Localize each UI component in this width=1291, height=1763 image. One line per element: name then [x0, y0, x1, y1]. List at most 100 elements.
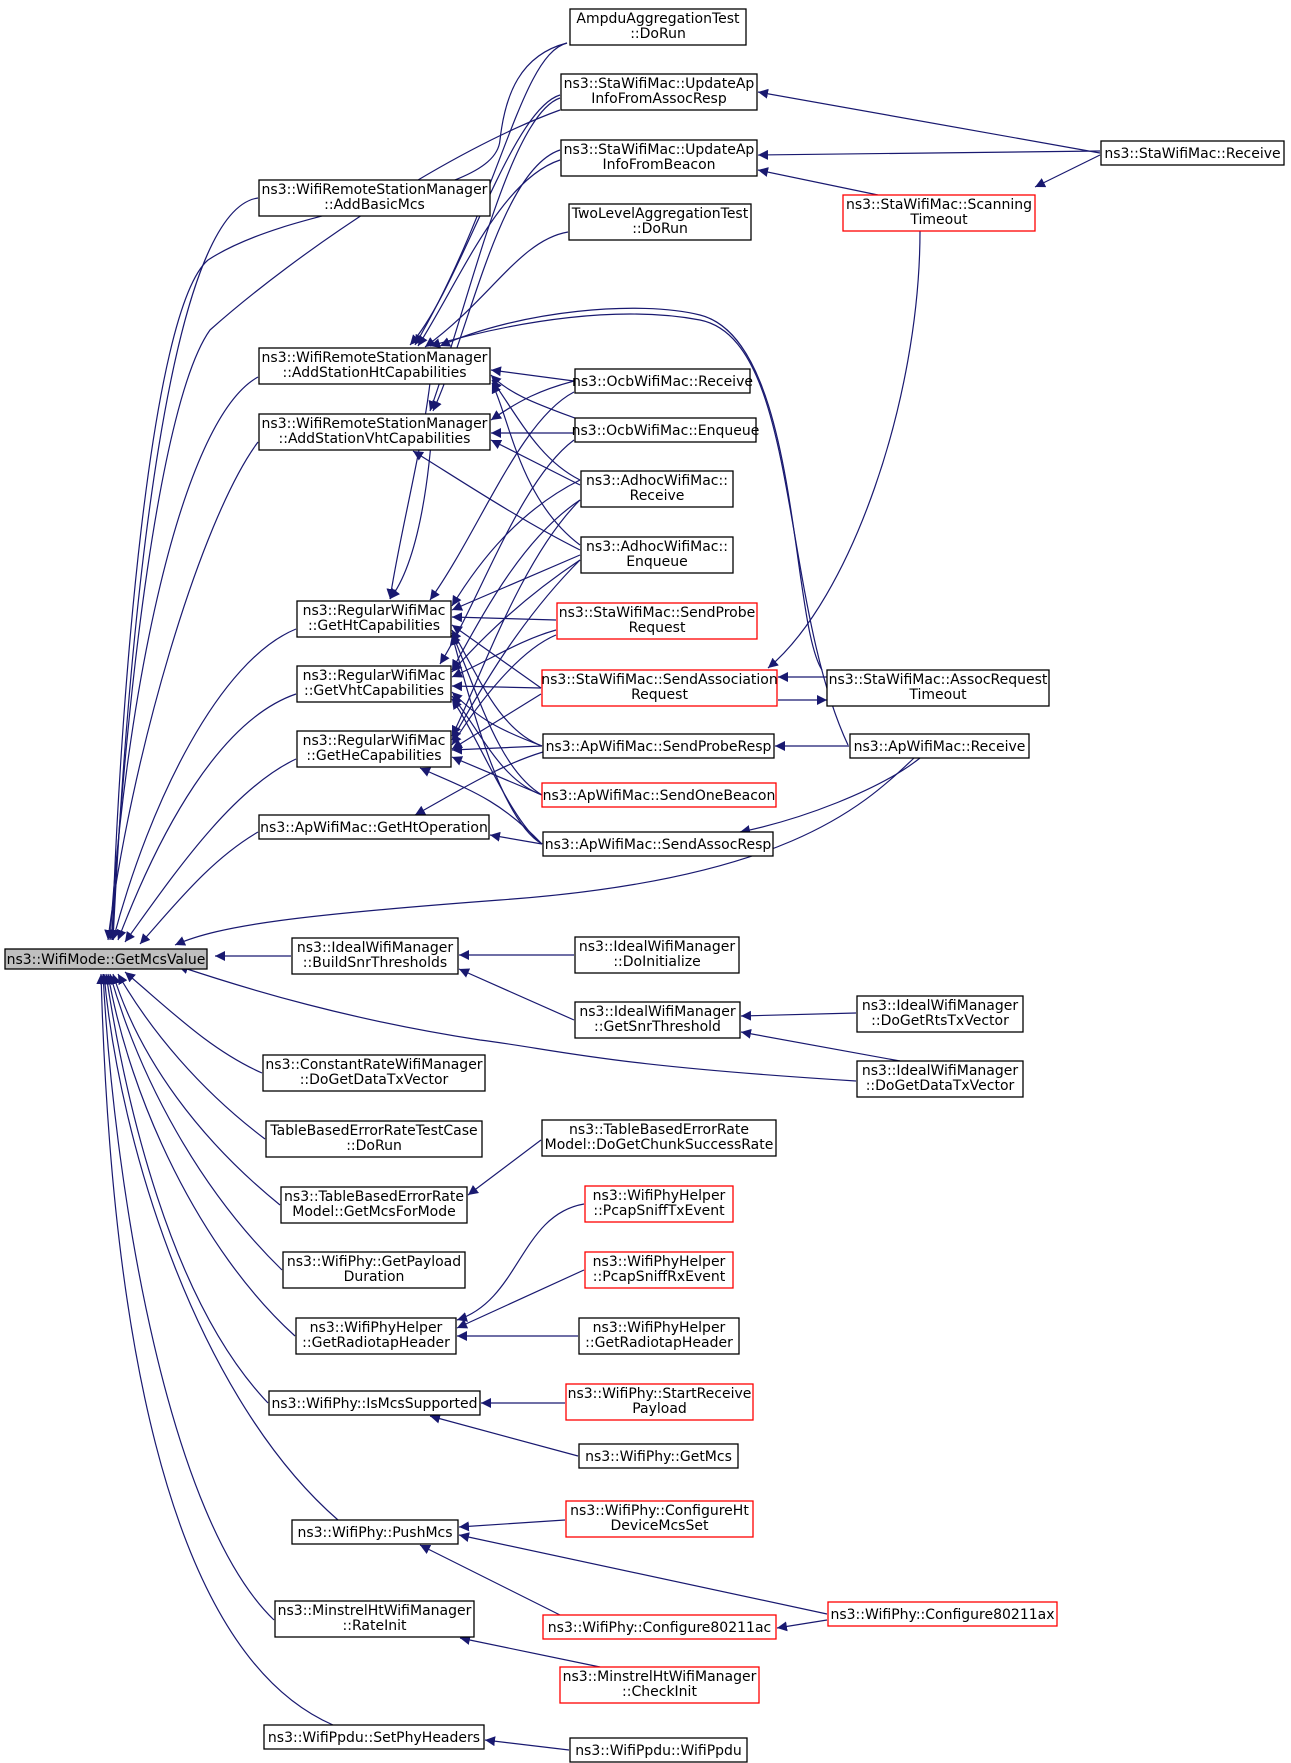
node-box [574, 1001, 741, 1039]
call-edge [429, 1413, 579, 1457]
node-box [258, 413, 491, 451]
node-box [574, 368, 751, 394]
node-label-line: ns3::WifiMode::GetMcsValue [7, 952, 206, 968]
node-cfgAc[interactable]: ns3::WifiPhy::Configure80211ac [542, 1614, 777, 1640]
node-box [265, 1120, 483, 1158]
node-label-line: ns3::WifiPpdu::WifiPpdu [575, 1743, 742, 1759]
node-upAssoc[interactable]: ns3::StaWifiMac::UpdateApInfoFromAssocRe… [560, 73, 758, 111]
node-label-line: ns3::WifiPhy::GetMcs [585, 1449, 732, 1465]
node-twoLevel[interactable]: TwoLevelAggregationTest::DoRun [568, 203, 752, 241]
node-setPhy[interactable]: ns3::WifiPpdu::SetPhyHeaders [263, 1724, 485, 1750]
node-box [560, 73, 758, 111]
call-edge [386, 348, 434, 600]
node-getSnr[interactable]: ns3::IdealWifiManager::GetSnrThreshold [574, 1001, 741, 1039]
node-box [569, 8, 747, 46]
node-box [827, 1601, 1058, 1627]
call-edge [409, 94, 561, 346]
node-label-line: ::DoRun [630, 26, 686, 42]
node-ppdu[interactable]: ns3::WifiPpdu::WifiPpdu [569, 1737, 748, 1763]
node-ocbEnq[interactable]: ns3::OcbWifiMac::Enqueue [572, 417, 760, 443]
node-assocResp[interactable]: ns3::ApWifiMac::SendAssocResp [542, 831, 774, 857]
call-edge [98, 973, 275, 1621]
node-getHe[interactable]: ns3::RegularWifiMac::GetHeCapabilities [296, 730, 452, 768]
node-ocbRecv[interactable]: ns3::OcbWifiMac::Receive [572, 368, 753, 394]
node-box [580, 470, 734, 508]
call-edge [107, 973, 283, 1271]
call-edge [417, 159, 561, 347]
call-edge [419, 767, 543, 845]
node-cfgAx[interactable]: ns3::WifiPhy::Configure80211ax [827, 1601, 1058, 1627]
call-edge [177, 964, 857, 1082]
node-box [565, 1383, 754, 1421]
node-addVht[interactable]: ns3::WifiRemoteStationManager::AddStatio… [258, 413, 491, 451]
node-tableMcs[interactable]: ns3::TableBasedErrorRateModel::GetMcsFor… [280, 1186, 468, 1224]
call-edge [124, 758, 297, 943]
node-getVht[interactable]: ns3::RegularWifiMac::GetVhtCapabilities [296, 665, 452, 703]
node-idealData[interactable]: ns3::IdealWifiManager::DoGetDataTxVector [856, 1060, 1024, 1098]
node-label-line: ::GetHtCapabilities [308, 618, 440, 634]
node-getMcs[interactable]: ns3::WifiPhy::GetMcs [578, 1443, 739, 1469]
node-pushMcs[interactable]: ns3::WifiPhy::PushMcs [291, 1519, 459, 1545]
node-pcapRx[interactable]: ns3::WifiPhyHelper::PcapSniffRxEvent [584, 1251, 734, 1289]
call-edge [414, 751, 544, 816]
node-box [268, 1390, 481, 1416]
node-label-line: Request [629, 620, 686, 636]
node-tableTest[interactable]: TableBasedErrorRateTestCase::DoRun [265, 1120, 483, 1158]
node-adhocRecv[interactable]: ns3::AdhocWifiMac::Receive [580, 470, 734, 508]
node-minstrel[interactable]: ns3::MinstrelHtWifiManager::RateInit [274, 1600, 475, 1638]
node-box [565, 1500, 754, 1538]
node-checkInit[interactable]: ns3::MinstrelHtWifiManager::CheckInit [559, 1666, 760, 1704]
node-box [542, 831, 774, 857]
node-doRts[interactable]: ns3::IdealWifiManager::DoGetRtsTxVector [856, 995, 1024, 1033]
node-addBasic[interactable]: ns3::WifiRemoteStationManager::AddBasicM… [258, 179, 491, 217]
node-label-line: ::GetVhtCapabilities [304, 683, 444, 699]
node-label-line: ns3::WifiPhy::PushMcs [297, 1525, 452, 1541]
node-label-line: ns3::WifiPhyHelper [593, 1188, 726, 1204]
node-label-line: ns3::ApWifiMac::GetHtOperation [260, 820, 488, 836]
call-edge [451, 693, 542, 750]
call-edge [99, 973, 339, 1521]
node-getHt[interactable]: ns3::RegularWifiMac::GetHtCapabilities [296, 600, 452, 638]
node-apRecv[interactable]: ns3::ApWifiMac::Receive [849, 733, 1030, 759]
node-label-line: ns3::WifiPhy::IsMcsSupported [271, 1396, 477, 1412]
node-radioRight[interactable]: ns3::WifiPhyHelper::GetRadiotapHeader [578, 1317, 740, 1355]
node-isMcs[interactable]: ns3::WifiPhy::IsMcsSupported [268, 1390, 481, 1416]
call-edge [451, 691, 543, 747]
node-radioLeft[interactable]: ns3::WifiPhyHelper::GetRadiotapHeader [295, 1317, 457, 1355]
node-ampdu[interactable]: AmpduAggregationTest::DoRun [569, 8, 747, 46]
node-pcapTx[interactable]: ns3::WifiPhyHelper::PcapSniffTxEvent [584, 1185, 734, 1223]
node-label-line: ns3::IdealWifiManager [579, 1004, 735, 1020]
node-box [258, 814, 490, 840]
node-label-line: ns3::StaWifiMac::UpdateAp [564, 142, 755, 158]
node-doInit[interactable]: ns3::IdealWifiManager::DoInitialize [574, 936, 740, 974]
node-root[interactable]: ns3::WifiMode::GetMcsValue [4, 948, 208, 970]
node-oneBeacon[interactable]: ns3::ApWifiMac::SendOneBeacon [541, 782, 777, 808]
call-edge [116, 693, 297, 941]
node-constRate[interactable]: ns3::ConstantRateWifiManager::DoGetDataT… [262, 1054, 486, 1092]
node-label-line: ns3::WifiPhy::ConfigureHt [570, 1503, 749, 1519]
node-addHt[interactable]: ns3::WifiRemoteStationManager::AddStatio… [258, 347, 491, 385]
call-edge [117, 973, 266, 1140]
node-buildSnr[interactable]: ns3::IdealWifiManager::BuildSnrThreshold… [291, 937, 459, 975]
node-label-line: AmpduAggregationTest [576, 11, 740, 27]
node-box [849, 733, 1030, 759]
call-edge [451, 629, 557, 678]
node-staRecv[interactable]: ns3::StaWifiMac::Receive [1100, 140, 1285, 166]
node-getHtOp[interactable]: ns3::ApWifiMac::GetHtOperation [258, 814, 490, 840]
node-tableChunk[interactable]: ns3::TableBasedErrorRateModel::DoGetChun… [541, 1119, 777, 1157]
node-adhocEnq[interactable]: ns3::AdhocWifiMac::Enqueue [580, 536, 734, 574]
node-box [542, 1614, 777, 1640]
node-label-line: TwoLevelAggregationTest [571, 206, 749, 222]
node-box [560, 139, 758, 177]
node-probeResp[interactable]: ns3::ApWifiMac::SendProbeResp [542, 733, 775, 759]
node-label-line: ns3::IdealWifiManager [579, 939, 735, 955]
